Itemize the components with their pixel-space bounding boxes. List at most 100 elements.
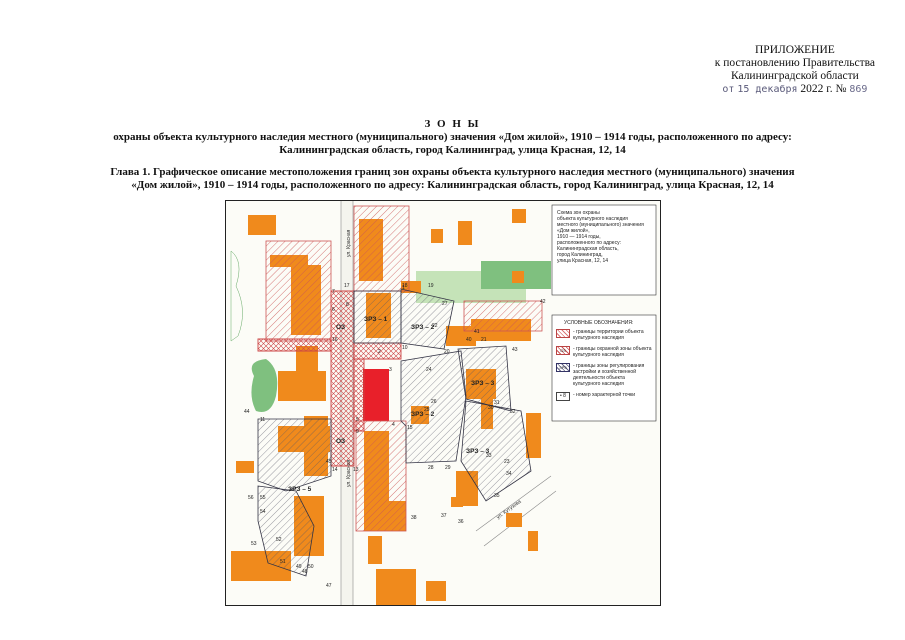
point-26: 26 <box>431 399 437 405</box>
point-52: 52 <box>276 537 282 543</box>
info-line-9: улица Красная, 12, 14 <box>557 258 609 264</box>
point-1: 1 <box>402 285 405 291</box>
legend-item-protection: ОЗ - границы охранной зоны объекта культ… <box>556 346 652 358</box>
legend-item-territory: - границы территории объекта культурного… <box>556 329 652 341</box>
point-4: 4 <box>392 422 395 428</box>
zone-label-zrz-2: ЗРЗ – 2 <box>411 324 435 331</box>
point-54: 54 <box>260 509 266 515</box>
info-panel-frame <box>551 204 657 296</box>
point-29: 29 <box>445 465 451 471</box>
point-13: 13 <box>353 467 359 473</box>
info-line-8: город Калининград, <box>557 252 603 258</box>
date-year: 2022 г. № <box>800 83 847 95</box>
legend-heading: УСЛОВНЫЕ ОБОЗНАЧЕНИЯ: <box>564 320 634 326</box>
zone-label-zrz-5: ЗРЗ – 5 <box>288 486 312 493</box>
chapter-line-1: Глава 1. Графическое описание местополож… <box>110 166 795 178</box>
point-9: 9 <box>356 429 359 435</box>
point-23: 23 <box>504 459 510 465</box>
heritage-object <box>363 369 389 421</box>
point-18: 18 <box>402 283 408 289</box>
point-21: 21 <box>481 337 487 343</box>
point-3: 3 <box>389 367 392 373</box>
legend-swatch-protection: ОЗ <box>556 346 570 355</box>
point-30: 30 <box>488 405 494 411</box>
point-45: 45 <box>326 459 332 465</box>
point-48: 48 <box>302 569 308 575</box>
point-37: 37 <box>441 513 447 519</box>
point-35: 35 <box>494 493 500 499</box>
info-line-6: расположенного по адресу: <box>557 240 621 246</box>
point-6: 6 <box>332 307 335 313</box>
chapter-heading: Глава 1. Графическое описание местополож… <box>0 166 905 192</box>
title-line-2: охраны объекта культурного наследия мест… <box>113 131 792 143</box>
point-7: 7 <box>332 289 335 295</box>
chapter-line-2: «Дом жилой», 1910 – 1914 годы, расположе… <box>131 179 774 191</box>
regulation-zones <box>257 288 532 577</box>
info-line-5: 1910 — 1914 годы, <box>557 234 601 240</box>
legend-text-regulation: - границы зоны регулирования застройки и… <box>573 363 645 387</box>
legend-text-protection: - границы охранной зоны объекта культурн… <box>573 346 652 358</box>
info-line-1: Схема зон охраны <box>557 210 600 216</box>
point-31: 31 <box>494 400 500 406</box>
point-33: 33 <box>486 453 492 459</box>
zone-label-zrz-1: ЗРЗ – 1 <box>364 316 388 323</box>
legend-text-point: - номер характерной точки <box>573 392 636 398</box>
protection-zone <box>257 290 402 467</box>
title-word: З О Н Ы <box>424 118 481 130</box>
map-drawing: ЗРЗ – 1 ЗРЗ – 2 ЗРЗ – 2 ЗРЗ – 3 ЗРЗ – 3 … <box>226 201 660 605</box>
legend-item-point: • 8 - номер характерной точки <box>556 392 652 401</box>
date-prefix: от <box>722 84 735 95</box>
characteristic-points: 1 2 3 4 5 6 7 8 9 10 11 13 14 15 16 17 1… <box>244 283 546 589</box>
point-5: 5 <box>356 417 359 423</box>
appendix-line-2: к постановлению Правительства <box>714 57 875 69</box>
point-25: 25 <box>424 407 430 413</box>
legend-item-regulation: ЗРЗ - границы зоны регулирования застрой… <box>556 363 652 387</box>
point-49: 49 <box>296 564 302 570</box>
point-50: 50 <box>308 564 314 570</box>
date-day-month: 15 декабря <box>737 84 798 95</box>
zone-label-zrz-3: ЗРЗ – 3 <box>471 380 495 387</box>
info-line-3: местного (муниципального) значения <box>557 222 644 228</box>
point-10: 10 <box>402 345 408 351</box>
legend-text-territory: - границы территории объекта культурного… <box>573 329 644 341</box>
point-20: 20 <box>444 349 450 355</box>
zone-map: ЗРЗ – 1 ЗРЗ – 2 ЗРЗ – 2 ЗРЗ – 3 ЗРЗ – 3 … <box>225 200 661 606</box>
point-16: 16 <box>332 337 338 343</box>
appendix-line-3: Калининградской области <box>730 70 859 82</box>
zone-label-oz-1: ОЗ <box>336 324 345 331</box>
point-8: 8 <box>346 302 349 308</box>
point-43: 43 <box>512 347 518 353</box>
point-40: 40 <box>466 337 472 343</box>
heritage-territories <box>265 205 543 532</box>
point-17: 17 <box>344 283 350 289</box>
point-36: 36 <box>458 519 464 525</box>
map-info-text: Схема зон охраны объекта культурного нас… <box>557 210 649 264</box>
point-11: 11 <box>260 417 265 423</box>
document-title: З О Н Ы охраны объекта культурного насле… <box>0 118 905 157</box>
park-area-left <box>251 359 278 412</box>
zone-label-oz-2: ОЗ <box>336 438 345 445</box>
legend-swatch-regulation: ЗРЗ <box>556 363 570 372</box>
point-15: 15 <box>407 425 413 431</box>
appendix-date-line: от 15 декабря 2022 г. № 869 <box>715 83 875 96</box>
legend-swatch-point: • 8 <box>556 392 570 401</box>
info-line-2: объекта культурного наследия <box>557 216 628 222</box>
info-line-4: «Дом жилой», <box>557 228 590 234</box>
point-2: 2 <box>378 349 381 355</box>
appendix-block: ПРИЛОЖЕНИЕ к постановлению Правительства… <box>715 44 875 96</box>
point-56: 56 <box>248 495 254 501</box>
point-22: 22 <box>432 323 438 329</box>
point-53: 53 <box>251 541 257 547</box>
street-label-2: ул. Красная <box>346 459 352 487</box>
map-legend: УСЛОВНЫЕ ОБОЗНАЧЕНИЯ: - границы территор… <box>556 320 652 406</box>
point-19: 19 <box>428 283 434 289</box>
point-51: 51 <box>280 559 286 565</box>
point-38: 38 <box>411 515 417 521</box>
zone-label-zrz-2b: ЗРЗ – 2 <box>411 411 435 418</box>
info-line-7: Калининградская область, <box>557 246 619 252</box>
street-label-1: ул. Красная <box>346 229 352 257</box>
title-line-3: Калининградская область, город Калинингр… <box>279 144 626 156</box>
point-14: 14 <box>332 467 338 473</box>
point-55: 55 <box>260 495 266 501</box>
point-28: 28 <box>428 465 434 471</box>
